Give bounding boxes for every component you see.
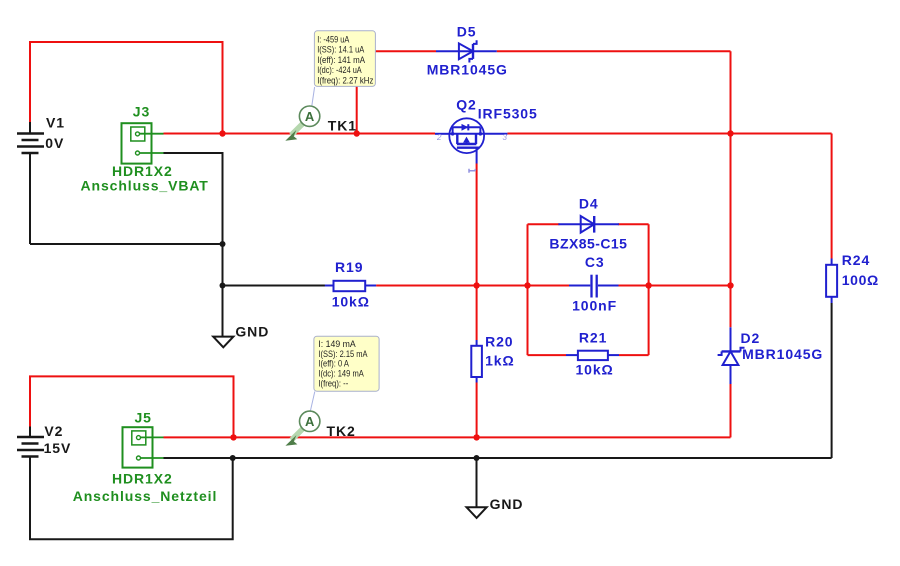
svg-text:V1: V1 [46, 114, 65, 130]
svg-text:D2: D2 [741, 330, 761, 346]
svg-text:BZX85-C15: BZX85-C15 [549, 236, 627, 252]
svg-text:D5: D5 [457, 24, 477, 40]
svg-text:MBR1045G: MBR1045G [742, 346, 823, 362]
svg-text:I(SS): 2.15 mA: I(SS): 2.15 mA [318, 349, 368, 359]
svg-text:I: -459 uA: I: -459 uA [317, 34, 350, 44]
svg-text:V2: V2 [44, 423, 63, 439]
svg-text:Q2: Q2 [456, 97, 476, 113]
svg-text:100Ω: 100Ω [842, 272, 879, 288]
svg-text:I: 149 mA: I: 149 mA [318, 339, 356, 349]
svg-text:I(freq): --: I(freq): -- [318, 379, 348, 389]
svg-text:I(eff): 141 mA: I(eff): 141 mA [317, 55, 365, 65]
svg-text:TK2: TK2 [327, 423, 356, 439]
svg-text:R20: R20 [485, 333, 513, 349]
svg-text:IRF5305: IRF5305 [478, 106, 538, 122]
svg-text:R19: R19 [335, 259, 363, 275]
svg-text:Anschluss_Netzteil: Anschluss_Netzteil [73, 488, 218, 504]
svg-text:10kΩ: 10kΩ [332, 293, 370, 309]
svg-text:C3: C3 [585, 254, 605, 270]
svg-text:HDR1X2: HDR1X2 [112, 163, 173, 179]
svg-text:I(freq): 2.27 kHz: I(freq): 2.27 kHz [317, 76, 373, 86]
svg-text:I(SS): 14.1 uA: I(SS): 14.1 uA [317, 45, 365, 55]
svg-text:I(dc): 149 mA: I(dc): 149 mA [318, 369, 364, 379]
svg-text:1kΩ: 1kΩ [485, 352, 514, 368]
svg-text:R24: R24 [842, 252, 870, 268]
svg-text:GND: GND [235, 323, 269, 339]
svg-text:I(eff): 0 A: I(eff): 0 A [318, 359, 349, 369]
svg-text:J3: J3 [133, 104, 150, 120]
svg-text:I(dc): -424 uA: I(dc): -424 uA [317, 65, 362, 75]
svg-text:3: 3 [503, 133, 508, 142]
svg-text:D4: D4 [579, 195, 599, 211]
svg-text:J5: J5 [135, 409, 152, 425]
svg-text:R21: R21 [579, 330, 607, 346]
svg-text:10kΩ: 10kΩ [576, 362, 614, 378]
svg-text:100nF: 100nF [572, 298, 617, 314]
svg-text:0V: 0V [45, 135, 64, 151]
svg-text:Anschluss_VBAT: Anschluss_VBAT [81, 177, 209, 193]
svg-text:TK1: TK1 [328, 118, 357, 134]
svg-text:15V: 15V [44, 440, 72, 456]
svg-text:HDR1X2: HDR1X2 [112, 471, 173, 487]
svg-text:MBR1045G: MBR1045G [427, 62, 508, 78]
svg-text:2: 2 [436, 133, 442, 142]
svg-text:GND: GND [490, 496, 524, 512]
